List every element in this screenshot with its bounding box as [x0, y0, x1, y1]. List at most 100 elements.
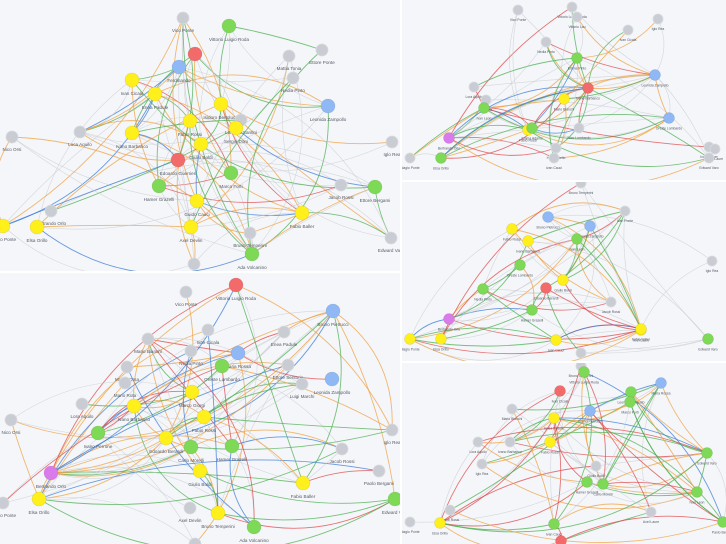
graph-node[interactable]: Axel Devlin: [180, 219, 203, 243]
graph-node[interactable]: Ivan Leon: [570, 233, 585, 252]
node-dot[interactable]: [663, 112, 675, 124]
graph-node[interactable]: Enea Padule: [142, 86, 169, 110]
node-dot[interactable]: [73, 125, 87, 139]
graph-node[interactable]: Mario Bianchi: [554, 93, 575, 112]
graph-node[interactable]: Ivan Leon: [690, 486, 705, 505]
node-dot[interactable]: [224, 438, 240, 454]
graph-node[interactable]: Oreste Lombardo: [656, 112, 682, 131]
graph-node[interactable]: Jacob Rossi: [328, 178, 354, 200]
graph-node[interactable]: Fabio Rossi: [541, 436, 559, 455]
node-dot[interactable]: [435, 152, 447, 164]
graph-node[interactable]: Bertrando Orlo: [36, 465, 67, 489]
node-dot[interactable]: [557, 274, 569, 286]
node-dot[interactable]: [179, 285, 193, 299]
node-dot[interactable]: [118, 376, 132, 390]
graph-node[interactable]: Ada Campo Clemente: [172, 537, 218, 544]
graph-node[interactable]: Elsa Orillo: [29, 491, 50, 515]
node-dot[interactable]: [43, 465, 59, 481]
node-dot[interactable]: [645, 506, 657, 518]
node-dot[interactable]: [635, 323, 647, 335]
node-dot[interactable]: [550, 334, 562, 346]
node-dot[interactable]: [385, 423, 399, 437]
node-dot[interactable]: [189, 193, 205, 209]
node-dot[interactable]: [504, 436, 516, 448]
graph-node[interactable]: Edward Varo: [378, 231, 401, 253]
graph-node[interactable]: Mario Bianchi: [134, 332, 162, 354]
graph-node[interactable]: Elsa Orillo: [433, 333, 449, 352]
node-dot[interactable]: [196, 409, 212, 425]
node-dot[interactable]: [566, 1, 578, 13]
node-dot[interactable]: [571, 11, 583, 23]
node-dot[interactable]: [372, 464, 386, 478]
node-dot[interactable]: [334, 178, 348, 192]
graph-node[interactable]: Vico Ponte: [172, 11, 195, 33]
node-dot[interactable]: [625, 386, 637, 398]
graph-node[interactable]: Giulio Boldi: [188, 463, 212, 487]
node-dot[interactable]: [709, 143, 721, 155]
node-dot[interactable]: [581, 476, 593, 488]
node-dot[interactable]: [590, 460, 602, 472]
node-dot[interactable]: [578, 366, 590, 378]
node-dot[interactable]: [584, 220, 596, 232]
graph-node[interactable]: Ferdinando: [167, 59, 191, 83]
node-dot[interactable]: [443, 313, 455, 325]
graph-node[interactable]: Sergio Doni: [224, 120, 248, 144]
node-dot[interactable]: [526, 122, 538, 134]
graph-node[interactable]: Vico Ponte: [175, 285, 198, 307]
node-dot[interactable]: [193, 136, 209, 152]
graph-node[interactable]: Elsa Orillo: [27, 219, 48, 243]
node-dot[interactable]: [184, 384, 200, 400]
node-dot[interactable]: [295, 475, 311, 491]
node-dot[interactable]: [213, 96, 229, 112]
node-dot[interactable]: [558, 93, 570, 105]
graph-node[interactable]: Jacob Rossi: [441, 504, 460, 522]
node-dot[interactable]: [472, 436, 484, 448]
node-dot[interactable]: [320, 98, 336, 114]
node-dot[interactable]: [434, 517, 446, 529]
node-dot[interactable]: [444, 504, 456, 516]
graph-node[interactable]: Iglo Rea: [476, 458, 489, 476]
graph-node[interactable]: Bertrando Orlo: [438, 313, 460, 332]
graph-node[interactable]: Bruno Temperini: [569, 347, 594, 362]
graph-node[interactable]: Leonida Zampollo: [314, 371, 351, 395]
node-dot[interactable]: [4, 413, 18, 427]
node-dot[interactable]: [435, 333, 447, 345]
node-dot[interactable]: [171, 59, 187, 75]
graph-node[interactable]: Carlo Morelli: [178, 439, 204, 463]
node-dot[interactable]: [575, 181, 587, 189]
graph-node[interactable]: Ada Volcanino: [239, 519, 269, 543]
node-dot[interactable]: [0, 218, 11, 234]
node-dot[interactable]: [548, 412, 560, 424]
graph-node[interactable]: Nedia Pinto: [537, 36, 555, 54]
node-dot[interactable]: [228, 277, 244, 293]
node-dot[interactable]: [281, 358, 295, 372]
graph-node[interactable]: Biagio Ponte: [401, 152, 420, 170]
graph-node[interactable]: Fabio Baller: [290, 205, 315, 229]
graph-node[interactable]: Ettore Bergami: [360, 179, 391, 203]
node-dot[interactable]: [385, 135, 399, 149]
node-dot[interactable]: [582, 82, 594, 94]
node-dot[interactable]: [506, 403, 518, 415]
node-dot[interactable]: [221, 18, 237, 34]
node-dot[interactable]: [187, 46, 203, 62]
graph-node[interactable]: Fabio Rossi: [178, 113, 202, 137]
graph-node[interactable]: Vico Ponte: [510, 4, 526, 22]
node-dot[interactable]: [512, 4, 524, 16]
graph-node[interactable]: Ivan Cauci: [546, 518, 562, 537]
graph-node[interactable]: Leonida Zampollo: [577, 220, 604, 239]
graph-node[interactable]: Vittorio Luigio Roda: [569, 366, 599, 385]
graph-node[interactable]: Giulio Boldi: [554, 274, 572, 293]
node-dot[interactable]: [703, 152, 715, 164]
node-dot[interactable]: [295, 377, 309, 391]
graph-node[interactable]: Mattia Tonia: [277, 49, 302, 71]
graph-node[interactable]: Ivan Cauci: [546, 152, 562, 170]
node-dot[interactable]: [44, 204, 58, 218]
node-dot[interactable]: [573, 122, 585, 134]
node-dot[interactable]: [717, 516, 726, 528]
node-dot[interactable]: [571, 233, 583, 245]
graph-node[interactable]: Ettore Ponte: [309, 43, 335, 65]
